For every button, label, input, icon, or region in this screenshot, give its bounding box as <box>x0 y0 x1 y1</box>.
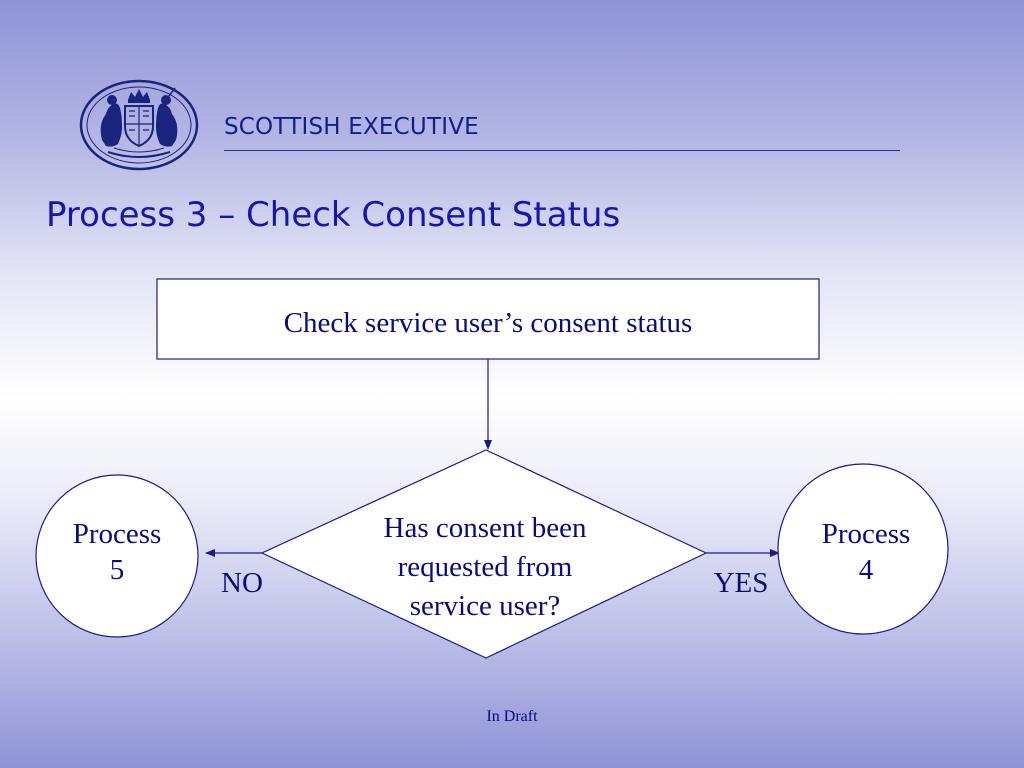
decision-diamond <box>260 449 708 659</box>
decision-line-2: requested from <box>397 551 573 583</box>
process-4-line-1: Process <box>821 518 911 550</box>
royal-coat-of-arms-logo <box>79 79 199 171</box>
start-process-box <box>156 278 820 360</box>
process-5-circle <box>35 474 199 638</box>
start-process-label: Check service user’s consent status <box>283 307 693 339</box>
process-5-line-2: 5 <box>109 554 125 586</box>
process-4-line-2: 4 <box>858 554 874 586</box>
process-4-label: Process 4 <box>786 516 946 588</box>
process-4-circle <box>777 463 949 635</box>
no-branch-label: NO <box>221 567 263 599</box>
draft-status-footer: In Draft <box>486 708 538 725</box>
yes-branch-label: YES <box>713 567 769 599</box>
decision-line-3: service user? <box>409 590 561 622</box>
decision-label: Has consent been requested from service … <box>330 509 640 626</box>
process-5-line-1: Process <box>72 518 162 550</box>
slide-title: Process 3 – Check Consent Status <box>46 195 621 235</box>
decision-line-1: Has consent been <box>383 512 587 544</box>
organisation-name: SCOTTISH EXECUTIVE <box>224 114 479 140</box>
header-rule <box>224 150 900 151</box>
process-5-label: Process 5 <box>37 516 197 588</box>
